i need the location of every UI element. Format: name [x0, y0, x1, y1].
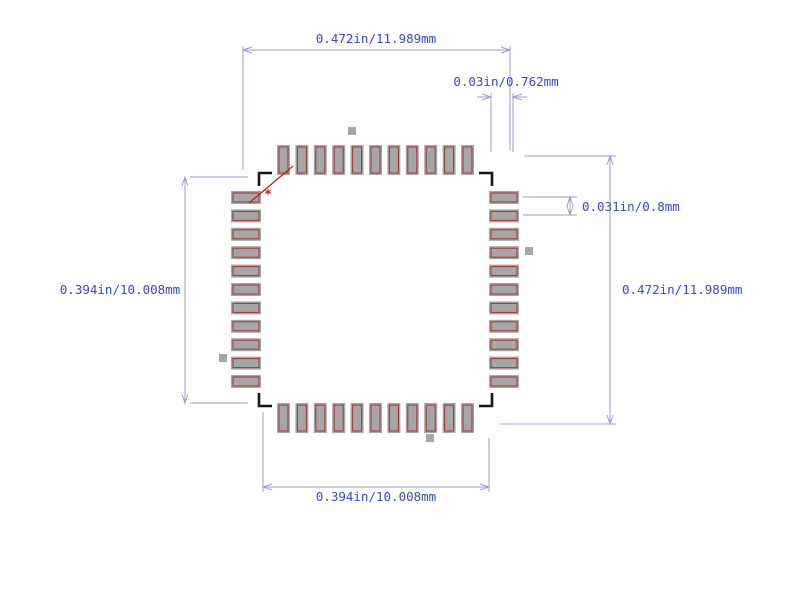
pad — [231, 209, 261, 223]
pad — [489, 264, 519, 278]
package-corner-bracket — [479, 171, 494, 186]
dim-label-overall-width-top: 0.472in/11.989mm — [316, 31, 436, 46]
pad — [424, 145, 438, 175]
pad — [231, 375, 261, 388]
pad — [231, 191, 261, 204]
pad — [387, 403, 401, 433]
pad — [489, 319, 519, 333]
pin1-line — [248, 165, 294, 204]
pad — [332, 145, 346, 175]
pad — [313, 403, 327, 433]
pad — [489, 246, 519, 260]
pads-layer — [231, 145, 519, 433]
pad — [231, 338, 261, 352]
dimension-arrow — [566, 195, 574, 207]
pin1-marker: * — [264, 186, 272, 201]
alignment-dot — [219, 354, 227, 362]
markers-layer — [219, 127, 533, 442]
pad — [350, 403, 364, 433]
dim-label-pad-width: 0.03in/0.762mm — [453, 74, 558, 89]
pad — [489, 338, 519, 352]
alignment-dot — [525, 247, 533, 255]
pad — [231, 264, 261, 278]
dim-label-pin-pitch: 0.031in/0.8mm — [582, 199, 680, 214]
pad — [489, 209, 519, 223]
pad — [405, 145, 419, 175]
pad — [369, 403, 382, 433]
dimension-arrow — [481, 93, 493, 101]
pad — [442, 403, 456, 433]
pad — [489, 375, 519, 388]
pad — [231, 246, 261, 260]
pad — [461, 403, 474, 433]
pad — [313, 145, 327, 175]
dim-label-row-extent-bottom: 0.394in/10.008mm — [316, 489, 436, 504]
pad — [332, 403, 346, 433]
pad — [231, 356, 261, 370]
pad — [424, 403, 438, 433]
package-corner-bracket — [257, 171, 272, 186]
pad — [442, 145, 456, 175]
alignment-dot — [426, 434, 434, 442]
pad — [489, 283, 519, 296]
pad — [489, 191, 519, 204]
pad — [231, 319, 261, 333]
pad — [231, 283, 261, 296]
pad — [231, 227, 261, 241]
pad — [295, 403, 309, 433]
pad — [277, 403, 290, 433]
dimension-arrow — [566, 205, 574, 217]
package-corner-bracket — [479, 393, 494, 408]
pad — [277, 145, 290, 175]
dimension-arrow — [181, 175, 189, 187]
pad — [369, 145, 382, 175]
alignment-dot — [348, 127, 356, 135]
pad — [387, 145, 401, 175]
pad — [350, 145, 364, 175]
pad — [461, 145, 474, 175]
pad — [295, 145, 309, 175]
dimension-lines-layer — [181, 46, 616, 492]
pad — [489, 356, 519, 370]
pad — [489, 301, 519, 315]
pad — [489, 227, 519, 241]
dimension-arrow — [511, 93, 523, 101]
package-corner-bracket — [257, 393, 272, 408]
pad — [405, 403, 419, 433]
dim-label-row-extent-left: 0.394in/10.008mm — [60, 282, 180, 297]
pad — [231, 301, 261, 315]
dimension-arrow — [181, 393, 189, 405]
dim-label-overall-height-right: 0.472in/11.989mm — [622, 282, 742, 297]
